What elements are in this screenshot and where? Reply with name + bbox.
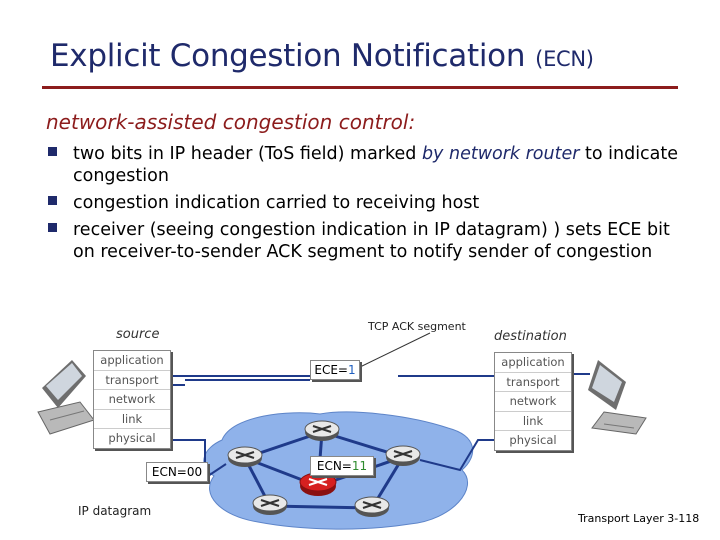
stack-layer: transport	[495, 373, 571, 392]
bullet-text: to indicate congestion	[73, 144, 679, 186]
ecn-source-box: ECN=00	[146, 462, 208, 482]
stack-layer: physical	[509, 433, 557, 447]
ip-datagram-label: IP datagram	[78, 504, 152, 518]
stack-layer: physical	[108, 431, 156, 445]
bullet-text: receiver (seeing congestion indication i…	[73, 220, 670, 262]
bullet-list: two bits in IP header (ToS field) marked…	[46, 143, 686, 268]
ecn-router-box: ECN=11	[310, 456, 374, 476]
title-suffix: (ECN)	[535, 47, 594, 71]
ecn-field-value: 11	[351, 459, 368, 473]
destination-protocol-stack: application transport network link physi…	[494, 352, 572, 451]
router-icon	[385, 445, 421, 466]
slide-footer: Transport Layer 3-118	[578, 512, 699, 525]
ece-bit-box: ECE=1	[310, 360, 360, 380]
bullet-item: congestion indication carried to receivi…	[46, 192, 686, 214]
tcp-ack-pointer	[357, 332, 431, 369]
ece-field-name: ECE=	[314, 363, 348, 377]
ece-field-value: 1	[347, 363, 356, 377]
bullet-square-icon	[48, 196, 57, 205]
congested-router-icon	[299, 472, 337, 496]
title-divider	[42, 86, 678, 89]
source-computer-icon	[37, 360, 95, 435]
stack-layer: transport	[94, 371, 170, 390]
router-icon	[304, 420, 340, 441]
title-main: Explicit Congestion Notification	[50, 38, 526, 74]
bullet-item: two bits in IP header (ToS field) marked…	[46, 143, 686, 187]
bullet-emphasis: by network router	[421, 144, 580, 164]
stack-layer: link	[495, 412, 571, 431]
destination-label: destination	[494, 329, 567, 344]
router-icon	[354, 496, 390, 517]
router-icon	[227, 446, 263, 467]
tcp-ack-segment-label: TCP ACK segment	[368, 320, 466, 333]
page-title: Explicit Congestion Notification (ECN)	[50, 38, 594, 74]
bullet-text: congestion indication carried to receivi…	[73, 193, 480, 213]
stack-layer: link	[94, 410, 170, 429]
ecn-field-name: ECN=	[316, 459, 352, 473]
stack-layer: application	[94, 351, 170, 371]
bullet-square-icon	[48, 147, 57, 156]
source-protocol-stack: application transport network link physi…	[93, 350, 171, 449]
stack-layer: application	[495, 353, 571, 373]
router-icon	[252, 494, 288, 515]
subtitle: network-assisted congestion control:	[46, 110, 416, 134]
bullet-text: two bits in IP header (ToS field) marked	[73, 144, 422, 164]
bullet-square-icon	[48, 223, 57, 232]
footer-label: Transport Layer	[578, 512, 664, 525]
destination-computer-icon	[588, 360, 647, 435]
stack-layer: network	[495, 392, 571, 412]
stack-layer: network	[94, 390, 170, 410]
page-number: 3-118	[667, 512, 700, 525]
source-label: source	[116, 327, 160, 342]
bullet-item: receiver (seeing congestion indication i…	[46, 219, 686, 263]
